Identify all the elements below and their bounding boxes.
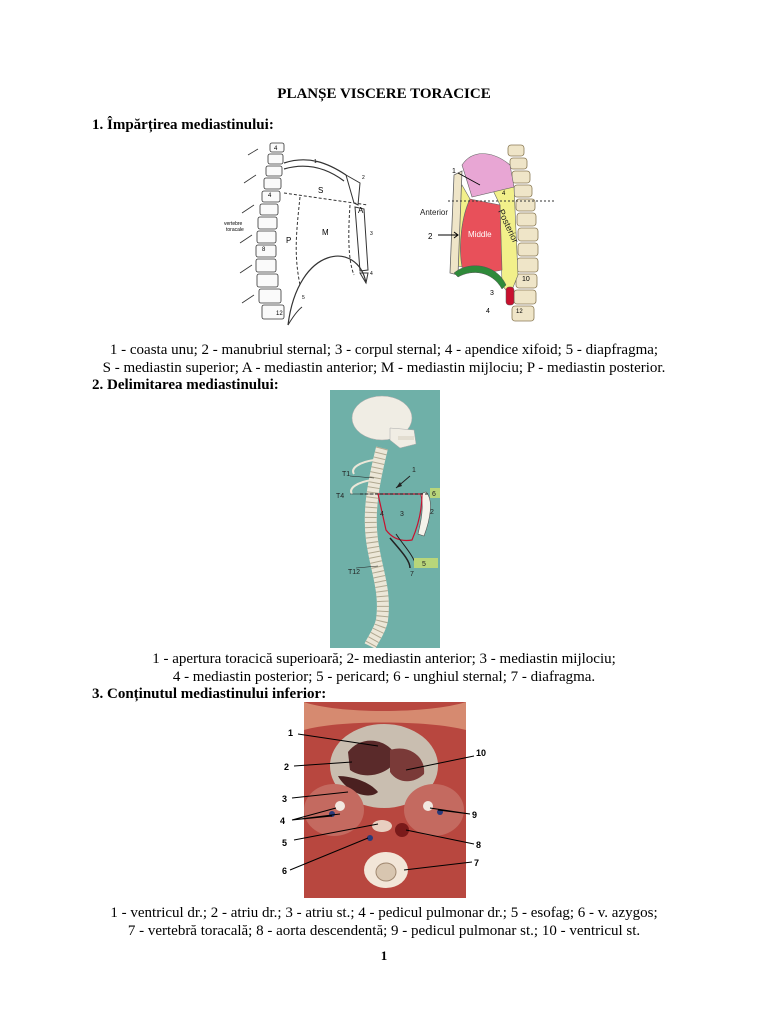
region-label-a: A xyxy=(358,206,364,215)
figure-mediastinum-division-drawing: 4 4 8 12 1 2 3 4 5 S A M P vertebre tora… xyxy=(224,142,373,326)
section-3-caption-line-2: 7 - vertebră toracală; 8 - aorta descend… xyxy=(127,923,641,939)
num-label: 8 xyxy=(476,840,481,850)
num-label: 9 xyxy=(472,810,477,820)
num-label: 4 xyxy=(280,816,285,826)
figure-inferior-mediastinum-section: 1 2 3 4 5 6 7 8 9 10 xyxy=(280,702,486,898)
vertebra-label: 12 xyxy=(276,311,283,317)
vertebra-label: 10 xyxy=(522,276,530,283)
num-label: 4 xyxy=(502,191,506,197)
vertebra-label: 8 xyxy=(262,247,266,253)
num-label: 5 xyxy=(282,838,287,848)
num-label: 1 xyxy=(452,168,456,175)
spine-colored xyxy=(507,144,539,322)
page-number: 1 xyxy=(380,948,388,963)
page-title: PLANȘE VISCERE TORACICE xyxy=(277,86,491,102)
section-1-caption-line-1: 1 - coasta unu; 2 - manubriul sternal; 3… xyxy=(109,342,659,358)
vertebra-label: 4 xyxy=(274,146,278,152)
section-2-caption-line-2: 4 - mediastin posterior; 5 - pericard; 6… xyxy=(172,669,596,685)
t4-label: T4 xyxy=(336,493,344,500)
anterior-label: Anterior xyxy=(420,208,448,217)
num-label: 2 xyxy=(430,509,434,516)
section-1-caption-line-2: S - mediastin superior; A - mediastin an… xyxy=(102,360,666,376)
num-label: 5 xyxy=(422,561,426,568)
section-2-heading: 2. Delimitarea mediastinului: xyxy=(92,377,279,393)
section-1-heading: 1. Împărțirea mediastinului: xyxy=(92,117,274,133)
num-label: 5 xyxy=(302,295,305,301)
num-label: 3 xyxy=(490,290,494,297)
region-label-p: P xyxy=(286,236,291,245)
num-label: 6 xyxy=(282,866,287,876)
section-3-heading: 3. Conținutul mediastinului inferior: xyxy=(92,686,327,702)
num-label: 3 xyxy=(370,231,373,237)
section-2-caption-line-1: 1 - apertura toracică superioară; 2- med… xyxy=(152,651,616,667)
middle-label: Middle xyxy=(468,230,492,239)
num-label: 10 xyxy=(476,748,486,758)
t12-label: T12 xyxy=(348,569,360,576)
num-label: 2 xyxy=(362,175,365,181)
num-label: 7 xyxy=(474,858,479,868)
section-3-caption-line-1: 1 - ventricul dr.; 2 - atriu dr.; 3 - at… xyxy=(110,905,658,921)
thoracic-vertebrae xyxy=(255,142,285,320)
num-label: 2 xyxy=(284,762,289,772)
vertebra-label: 12 xyxy=(516,309,523,315)
t1-label: T1 xyxy=(342,471,350,478)
num-label: 4 xyxy=(486,308,490,315)
figure-mediastinum-division-colored: 1 4 2 3 4 10 12 Anterior Posterior Middl… xyxy=(420,144,556,322)
num-label: 7 xyxy=(410,571,414,578)
vertebra-label: 4 xyxy=(268,193,272,199)
num-label: 1 xyxy=(314,159,317,165)
num-label: 6 xyxy=(432,491,436,498)
num-label: 3 xyxy=(282,794,287,804)
spine-label: vertebre xyxy=(224,221,243,227)
region-label-m: M xyxy=(322,228,329,237)
num-label: 3 xyxy=(400,511,404,518)
num-label: 1 xyxy=(288,728,293,738)
spine-label: toracale xyxy=(226,227,244,233)
num-label: 1 xyxy=(412,467,416,474)
num-label: 2 xyxy=(428,232,433,241)
figure-mediastinum-delimitation: T1 T4 T12 1 2 3 4 5 6 7 xyxy=(330,390,440,648)
num-label: 4 xyxy=(380,511,384,518)
region-label-s: S xyxy=(318,186,323,195)
num-label: 4 xyxy=(370,271,373,277)
